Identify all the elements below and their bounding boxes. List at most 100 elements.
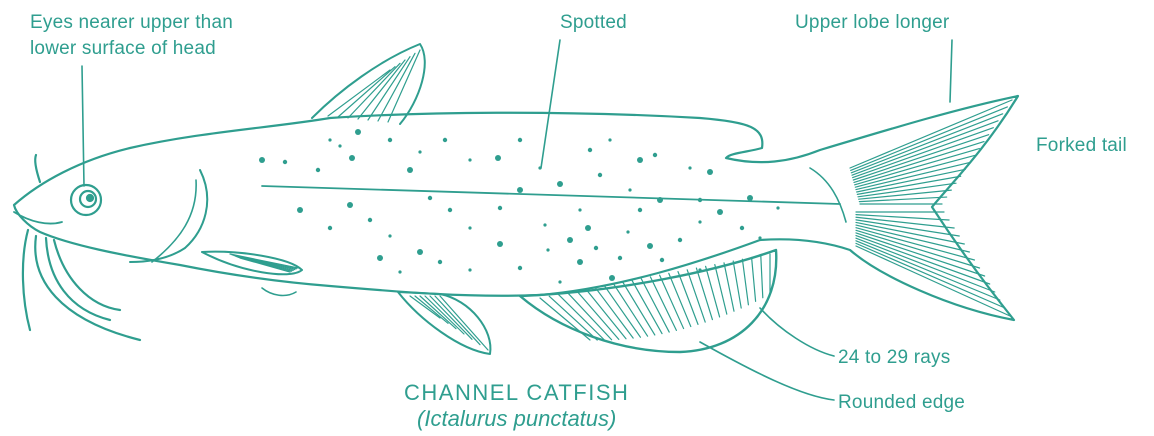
tail-ray: [851, 107, 1008, 170]
body-spot: [647, 243, 653, 249]
label-eyes-line2: lower surface of head: [30, 36, 233, 62]
anal-fin-ray: [623, 282, 655, 335]
body-spot: [678, 238, 682, 242]
gill-arch: [152, 180, 196, 262]
body-spot: [517, 187, 523, 193]
dorsal-fin-ray: [368, 57, 410, 120]
anal-fin-ray: [549, 296, 597, 340]
label-forked-tail: Forked tail: [1036, 133, 1127, 159]
leader-upper-lobe: [950, 40, 952, 102]
body-spot: [468, 158, 471, 161]
anal-fin-ray: [687, 270, 705, 322]
body-spot: [608, 138, 611, 141]
leader-spotted: [541, 40, 560, 168]
body-spot: [355, 129, 361, 135]
ventral-notch: [262, 288, 296, 295]
scientific-name: (Ictalurus punctatus): [404, 406, 629, 432]
tail-ray: [854, 142, 984, 183]
common-name: CHANNEL CATFISH: [404, 380, 629, 406]
body-spot: [468, 268, 471, 271]
body-spot: [438, 260, 442, 264]
body-spot: [637, 157, 643, 163]
body-spot: [698, 268, 701, 271]
body-spot: [618, 256, 622, 260]
peduncle-line: [810, 168, 846, 222]
body-spot: [609, 275, 615, 281]
body-spot: [657, 197, 663, 203]
body-spot: [688, 166, 691, 169]
leader-rounded: [700, 342, 834, 400]
body-spot: [585, 225, 591, 231]
dorsal-fin-ray: [348, 63, 400, 118]
body-spot: [578, 208, 581, 211]
label-rays: 24 to 29 rays: [838, 345, 950, 371]
body-spot: [388, 234, 391, 237]
barbel-chin-3: [23, 230, 30, 330]
anal-fin-ray: [696, 268, 712, 320]
anal-fin-ray: [752, 258, 756, 302]
body-spot: [297, 207, 303, 213]
body-spot: [495, 155, 501, 161]
body-spot: [328, 226, 332, 230]
body-spot: [558, 280, 561, 283]
barbel-upper: [35, 155, 40, 182]
pelvic-fin-ray: [430, 296, 472, 339]
anal-fin-ray: [632, 280, 662, 333]
anal-fin-ray: [761, 256, 763, 298]
label-spotted: Spotted: [560, 10, 627, 36]
caption: CHANNEL CATFISH (Ictalurus punctatus): [404, 380, 629, 432]
anal-fin-ray: [733, 261, 741, 308]
label-rounded-edge: Rounded edge: [838, 390, 965, 416]
dorsal-fin: [312, 44, 425, 124]
body-spot: [407, 167, 413, 173]
body-spot: [518, 138, 522, 142]
body-spot: [567, 237, 573, 243]
body-spot: [653, 153, 657, 157]
tail-ray: [853, 128, 994, 178]
body-spot: [698, 198, 702, 202]
body-spot: [418, 150, 421, 153]
dorsal-fin-ray: [358, 60, 405, 119]
body-spot: [660, 258, 664, 262]
body-spot: [417, 249, 423, 255]
leader-eyes: [82, 66, 84, 186]
barbel-chin-1: [35, 236, 140, 340]
label-eyes: Eyes nearer upper than lower surface of …: [30, 10, 233, 62]
body-spot: [546, 248, 549, 251]
body-spot: [717, 209, 723, 215]
body-spot: [747, 195, 753, 201]
anal-fin-ray: [595, 287, 633, 338]
body-spot: [259, 157, 265, 163]
label-upper-lobe: Upper lobe longer: [795, 10, 949, 36]
body-spot: [347, 202, 353, 208]
tail-ray: [856, 222, 964, 244]
fish-body-outline: [14, 96, 1018, 320]
dorsal-fin-ray: [328, 70, 390, 116]
anal-fin-ray: [742, 259, 748, 305]
body-spot: [283, 160, 287, 164]
pelvic-fin-ray: [435, 296, 480, 345]
body-spot: [557, 181, 563, 187]
body-spot: [338, 144, 341, 147]
anal-fin: [520, 250, 776, 352]
leader-rays: [760, 308, 834, 356]
body-spot: [594, 246, 598, 250]
body-spot: [316, 168, 320, 172]
anal-fin-ray: [669, 273, 691, 326]
body-spot: [388, 138, 392, 142]
body-spot: [707, 169, 713, 175]
label-eyes-line1: Eyes nearer upper than: [30, 10, 233, 36]
body-spot: [740, 226, 744, 230]
body-spot: [638, 208, 642, 212]
body-spot: [588, 148, 592, 152]
body-spot: [368, 218, 372, 222]
body-spot: [628, 188, 631, 191]
body-spot: [497, 241, 503, 247]
body-spot: [776, 206, 779, 209]
body-spot: [498, 206, 502, 210]
anal-fin-ray: [614, 284, 648, 336]
lateral-line: [262, 186, 840, 204]
body-spot: [543, 223, 546, 226]
anal-fin-ray: [724, 263, 734, 311]
